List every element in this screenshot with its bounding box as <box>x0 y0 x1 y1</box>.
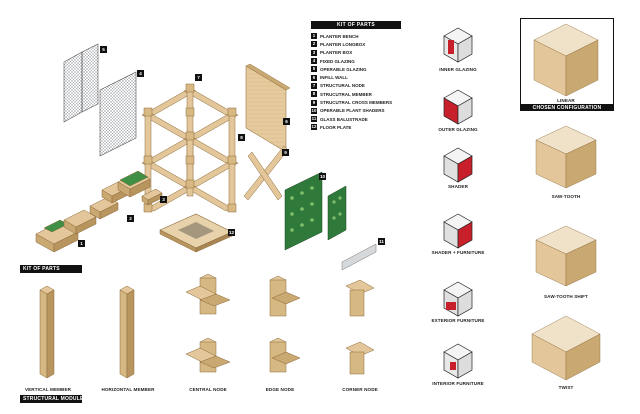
legend-label: STRUCUTRAL CROSS MEMBERS <box>320 100 393 106</box>
vertical-member-drawing <box>39 285 55 379</box>
twist-configuration <box>531 315 601 381</box>
saw-tooth-configuration <box>535 125 597 189</box>
chosen-configuration-title: CHOSEN CONFIGURATION <box>520 104 614 111</box>
callout-2: 2 <box>127 215 134 222</box>
legend-number: 1 <box>311 33 317 40</box>
legend-label: STRUCTURAL NODE <box>320 83 365 89</box>
layer-label-shader: SHADER <box>448 184 468 189</box>
layer-label-exterior-furniture: EXTERIOR FURNITURE <box>431 318 485 323</box>
legend-label: GLASS BALUSTRADE <box>320 116 368 122</box>
callout-10: 10 <box>319 173 326 180</box>
exterior-furniture-cube <box>443 281 473 317</box>
layer-label-inner-glazing: INNER GLAZING <box>439 67 477 72</box>
shader-cube <box>443 147 473 183</box>
config-label-twist: TWIST <box>558 385 574 390</box>
config-label-linear: LINEAR <box>557 98 575 103</box>
module-label-edge: EDGE NODE <box>265 387 295 392</box>
legend-label: OPERABLE PLANT SHADERS <box>320 108 385 114</box>
callout-1: 1 <box>78 240 85 247</box>
structural-frame <box>141 83 239 213</box>
legend-number: 2 <box>311 41 317 48</box>
callout-4: 4 <box>137 70 144 77</box>
fixed-glazing-panel <box>63 43 99 123</box>
kit-of-parts-tag: KIT OF PARTS <box>20 265 82 273</box>
planter-pieces <box>35 170 163 253</box>
legend-label: PLANTER BENCH <box>320 33 359 39</box>
legend-label: OPERABLE GLAZING <box>320 66 367 72</box>
legend-number: 8 <box>311 91 317 98</box>
corner-node-drawing <box>345 279 375 375</box>
callout-3: 3 <box>160 196 167 203</box>
edge-node-drawing <box>269 275 301 373</box>
callout-7: 7 <box>195 74 202 81</box>
structural-module-drawings <box>39 273 375 379</box>
module-label-central: CENTRAL NODE <box>189 387 227 392</box>
inner-glazing-cube <box>443 27 473 63</box>
layer-label-shader-furniture: SHADER + FURNITURE <box>431 250 485 255</box>
config-label-saw-tooth-shift: SAW-TOOTH SHIFT <box>544 294 588 299</box>
legend-number: 7 <box>311 82 317 89</box>
module-label-horizontal: HORIZONTAL MEMBER <box>101 387 155 392</box>
legend-number: 11 <box>311 116 317 123</box>
legend-label: FLOOR PLATE <box>320 124 352 130</box>
callout-6: 6 <box>283 118 290 125</box>
legend-number: 3 <box>311 49 317 56</box>
saw-tooth-shift-configuration <box>535 225 597 287</box>
callout-11: 11 <box>378 238 385 245</box>
layer-cubes <box>443 27 473 379</box>
layer-label-outer-glazing: OUTER GLAZING <box>438 127 478 132</box>
legend-label: STRUCUTRAL MEMBER <box>320 91 372 97</box>
legend-number: 6 <box>311 74 317 81</box>
infill-wall-panel <box>245 63 291 153</box>
legend-number: 9 <box>311 99 317 106</box>
callout-12: 12 <box>228 229 235 236</box>
glass-balustrade <box>341 243 377 271</box>
outer-glazing-cube <box>443 89 473 125</box>
central-node-drawing <box>185 273 231 373</box>
legend-label: PLANTER LONGBOX <box>320 41 366 47</box>
layer-label-interior-furniture: INTERIOR FURNITURE <box>432 381 484 386</box>
config-label-saw-tooth: SAW-TOOTH <box>551 194 581 199</box>
callout-5: 5 <box>100 46 107 53</box>
module-label-vertical: VERTICAL MEMBER <box>24 387 72 392</box>
legend-number: 5 <box>311 66 317 73</box>
structural-modules-tag: STRUCTURAL MODULES <box>20 395 87 403</box>
horizontal-member-drawing <box>119 285 135 379</box>
legend-label: INFILL WALL <box>320 75 348 81</box>
legend-title: KIT OF PARTS <box>311 21 401 29</box>
operable-plant-shaders <box>284 171 347 251</box>
floor-plate <box>159 213 233 253</box>
configuration-massings <box>531 23 601 381</box>
shader-furniture-cube <box>443 213 473 249</box>
callout-8: 8 <box>238 134 245 141</box>
legend-label: FIXED GLAZING <box>320 58 355 64</box>
legend-number: 10 <box>311 107 317 114</box>
chosen-configuration-frame <box>520 18 614 110</box>
module-label-corner: CORNER NODE <box>342 387 378 392</box>
legend-number: 12 <box>311 124 317 131</box>
linear-configuration <box>533 23 599 97</box>
operable-glazing-panel <box>99 71 137 157</box>
interior-furniture-cube <box>443 343 473 379</box>
legend-label: PLANTER BOX <box>320 50 353 56</box>
callout-9: 9 <box>282 149 289 156</box>
legend-number: 4 <box>311 58 317 65</box>
